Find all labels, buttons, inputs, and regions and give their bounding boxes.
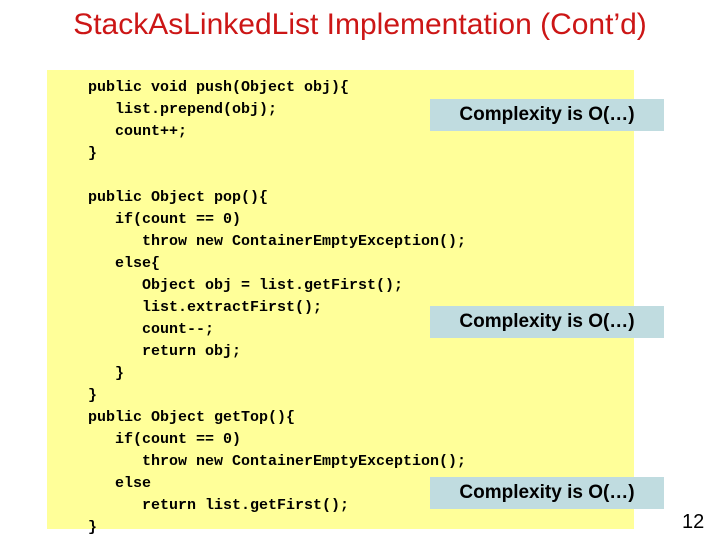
complexity-badge-push: Complexity is O(…): [430, 99, 664, 131]
code-panel: public void push(Object obj){ list.prepe…: [47, 70, 634, 536]
code-text: public void push(Object obj){ list.prepe…: [88, 79, 467, 536]
complexity-badge-pop: Complexity is O(…): [430, 306, 664, 338]
complexity-badge-gettop: Complexity is O(…): [430, 477, 664, 509]
slide-title: StackAsLinkedList Implementation (Cont’d…: [73, 8, 647, 41]
page-number: 12: [682, 511, 705, 533]
